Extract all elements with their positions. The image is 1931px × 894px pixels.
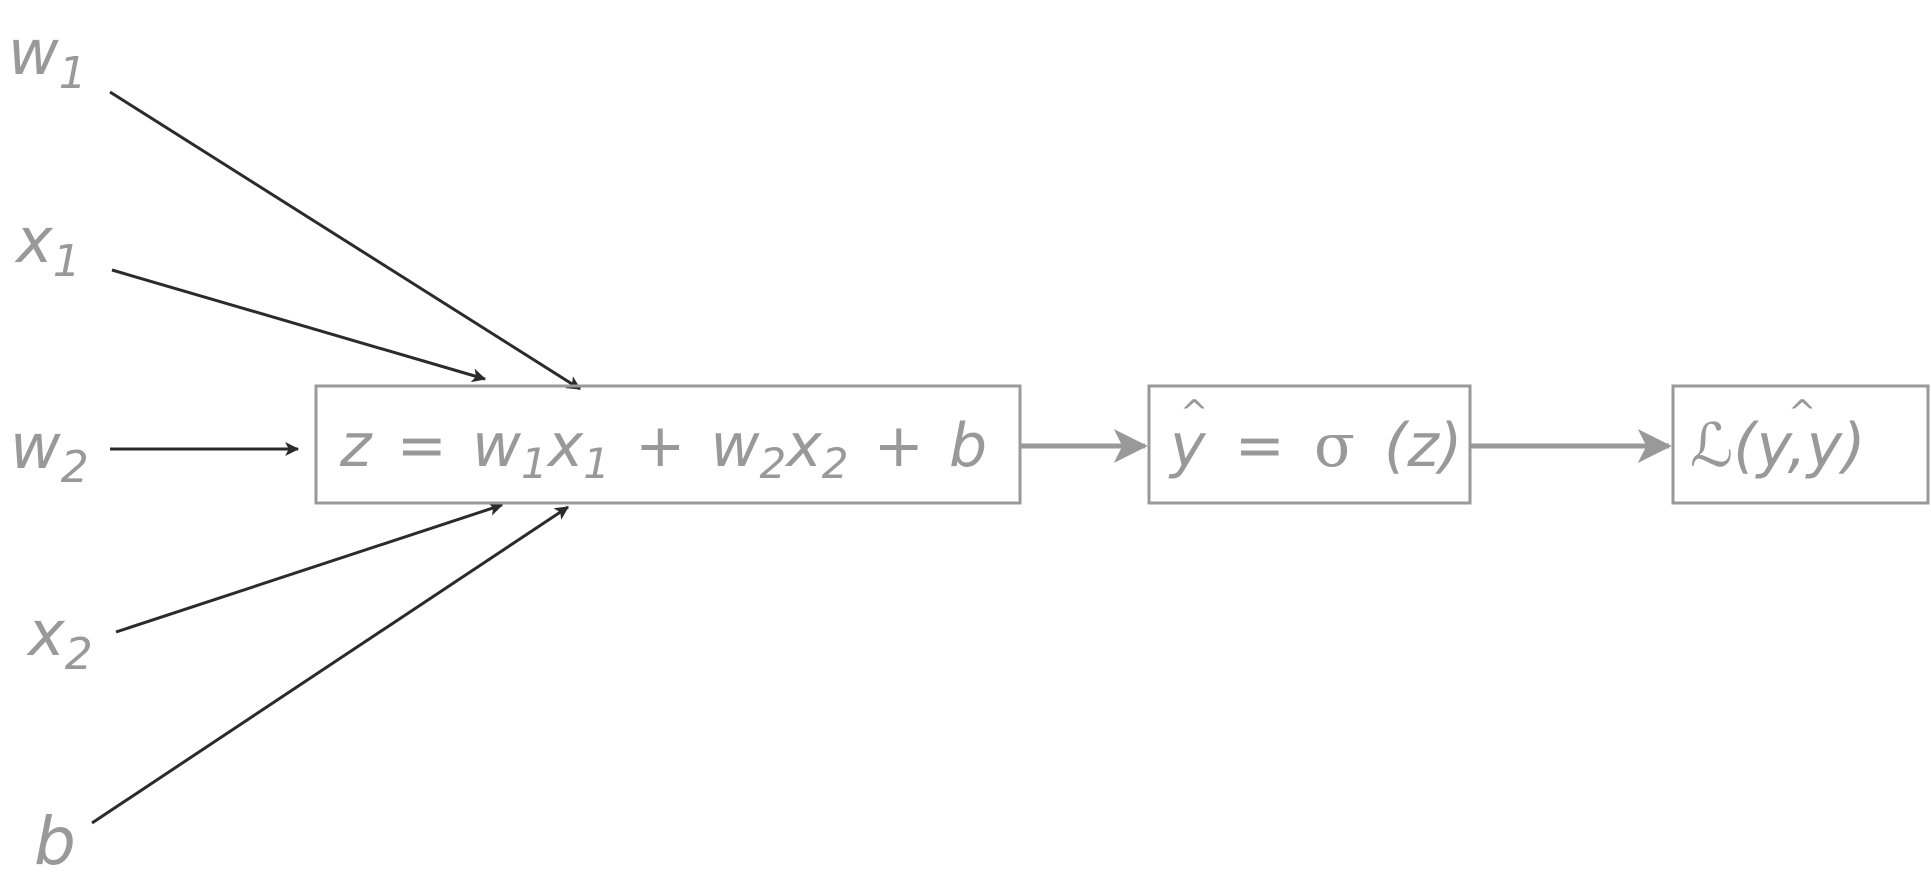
input-x2-label: x2 xyxy=(26,597,93,680)
linear-formula: z = w1x1 + w2x2 + b xyxy=(339,411,987,493)
loss-node-box xyxy=(1671,384,1930,505)
input-w2-label: w2 xyxy=(10,410,89,493)
activation-formula: y = σ (z) xyxy=(1168,411,1462,481)
activation-yhat-hat: ^ xyxy=(1180,393,1209,433)
loss-formula: ℒ(y,y) xyxy=(1690,411,1866,481)
arrow-w1-to-linear xyxy=(109,90,581,391)
input-w1-label: w1 xyxy=(8,16,87,99)
input-x1-label: x1 xyxy=(14,204,81,287)
input-b-label: b xyxy=(34,803,76,880)
arrow-x1-to-linear xyxy=(111,268,487,383)
arrow-b-to-linear xyxy=(91,505,569,825)
arrow-x2-to-linear xyxy=(115,502,504,634)
loss-yhat-hat: ^ xyxy=(1788,393,1817,433)
